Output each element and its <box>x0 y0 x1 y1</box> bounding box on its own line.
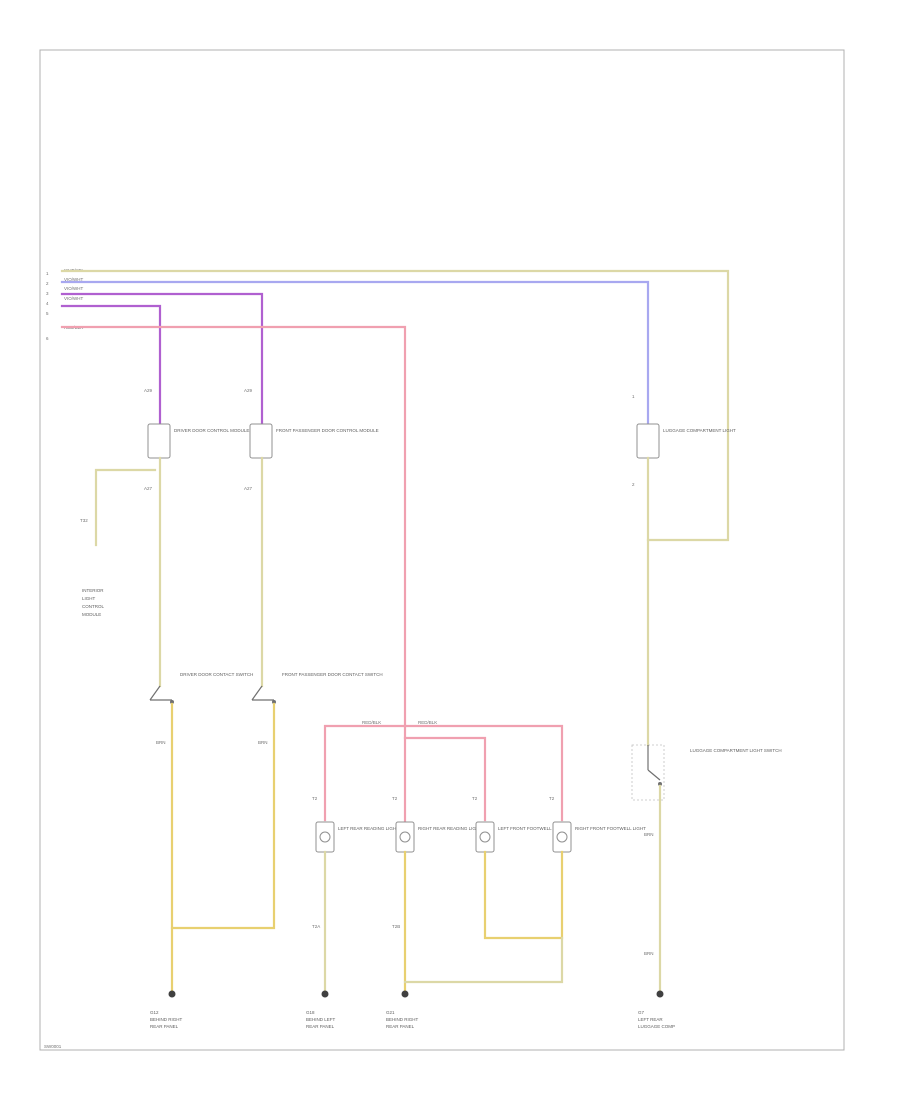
g4-line: LEFT REAR <box>638 1017 663 1022</box>
g4-line: LUGGAGE COMP <box>638 1024 675 1029</box>
bus-pin: 4 <box>46 301 49 306</box>
l3-l4-link <box>483 850 564 940</box>
s2-switch <box>251 685 276 704</box>
bus-wire-purple-2 <box>60 292 264 430</box>
left-note: INTERIOR LIGHT CONTROL MODULE <box>82 588 104 617</box>
s1-name: DRIVER DOOR CONTACT SWITCH <box>180 672 253 677</box>
l3-name: LEFT FRONT FOOTWELL LIGHT <box>498 826 566 831</box>
m1-box <box>147 423 171 459</box>
m1-pin-out: A27 <box>144 486 153 491</box>
left-note-pin: T32 <box>80 518 88 523</box>
l4-name: RIGHT FRONT FOOTWELL LIGHT <box>575 826 646 831</box>
left-note-line: CONTROL <box>82 604 104 609</box>
g4-line: G7 <box>638 1010 645 1015</box>
bus-wire-label: VIO/WHT <box>64 277 83 282</box>
bus-wire-purple-1 <box>60 304 162 430</box>
page-label: SW0001 <box>44 1044 62 1049</box>
m2-pin-in: A29 <box>244 388 253 393</box>
m1-name: DRIVER DOOR CONTROL MODULE <box>174 428 249 433</box>
m1-side-wire <box>94 468 157 547</box>
gray-tag: BRN <box>644 951 654 956</box>
bus-wire-blue <box>60 280 650 430</box>
lamp-l2 <box>395 821 415 853</box>
bus-wire-label: VIO/WHT <box>64 296 83 301</box>
pink-to-l4 <box>403 724 564 822</box>
bus-wire-pink <box>60 325 407 832</box>
bus-pins: 1 2 3 4 5 6 <box>46 271 49 341</box>
pink-split-tag: RED/BLK <box>418 720 437 725</box>
bus-pin: 6 <box>46 336 49 341</box>
g3-line: G21 <box>386 1010 395 1015</box>
l4-conn: T2 <box>549 796 555 801</box>
t2-tag: T2B <box>392 924 400 929</box>
tan-tag: BRN <box>156 740 166 745</box>
left-note-line: INTERIOR <box>82 588 104 593</box>
s3-name: LUGGAGE COMPARTMENT LIGHT SWITCH <box>690 748 782 753</box>
l1-name: LEFT REAR READING LIGHT <box>338 826 399 831</box>
g1-line: REAR PANEL <box>150 1024 179 1029</box>
ground-g4 <box>656 990 664 998</box>
g3-line: REAR PANEL <box>386 1024 415 1029</box>
l2-name: RIGHT REAR READING LIGHT <box>418 826 482 831</box>
m2-box <box>249 423 273 459</box>
m1-pin-in: A29 <box>144 388 153 393</box>
l2-conn: T2 <box>392 796 398 801</box>
bus-wire-tan <box>60 269 730 542</box>
t2-tag: T2A <box>312 924 320 929</box>
l1-conn: T2 <box>312 796 318 801</box>
s1-switch <box>149 685 174 704</box>
bus-pin: 3 <box>46 291 49 296</box>
left-note-line: MODULE <box>82 612 101 617</box>
m3-pin-out: 2 <box>632 482 635 487</box>
bus-pin: 2 <box>46 281 49 286</box>
l3-conn: T2 <box>472 796 478 801</box>
ground-g3 <box>401 990 409 998</box>
g1-line: G12 <box>150 1010 159 1015</box>
m3-name: LUGGAGE COMPARTMENT LIGHT <box>663 428 736 433</box>
g3-line: BEHIND RIGHT <box>386 1017 419 1022</box>
ground-g1 <box>168 990 176 998</box>
tan-tag: BRN <box>258 740 268 745</box>
s2-ground-wire <box>170 702 276 930</box>
pink-to-l1 <box>323 724 407 822</box>
pink-to-l3 <box>403 736 487 822</box>
left-note-line: LIGHT <box>82 596 96 601</box>
gray-tag: BRN <box>644 832 654 837</box>
g2-line: G18 <box>306 1010 315 1015</box>
ground-g2 <box>321 990 329 998</box>
bus-pin: 5 <box>46 311 49 316</box>
m2-pin-out: A27 <box>244 486 253 491</box>
pink-split-tag: RED/BLK <box>362 720 381 725</box>
m3-box <box>636 423 660 459</box>
l4-ground-wire <box>403 936 564 984</box>
s2-name: FRONT PASSENGER DOOR CONTACT SWITCH <box>282 672 383 677</box>
bus-pin: 1 <box>46 271 49 276</box>
bus-wire-label: VIO/WHT <box>64 286 83 291</box>
g2-line: BEHIND LEFT <box>306 1017 336 1022</box>
m3-pin-in: 1 <box>632 394 635 399</box>
m2-name: FRONT PASSENGER DOOR CONTROL MODULE <box>276 428 379 433</box>
lamp-l3 <box>475 821 495 853</box>
page-border <box>39 49 845 1051</box>
lamp-l1 <box>315 821 335 853</box>
lamp-l4 <box>552 821 572 853</box>
g1-line: BEHIND RIGHT <box>150 1017 183 1022</box>
g2-line: REAR PANEL <box>306 1024 335 1029</box>
